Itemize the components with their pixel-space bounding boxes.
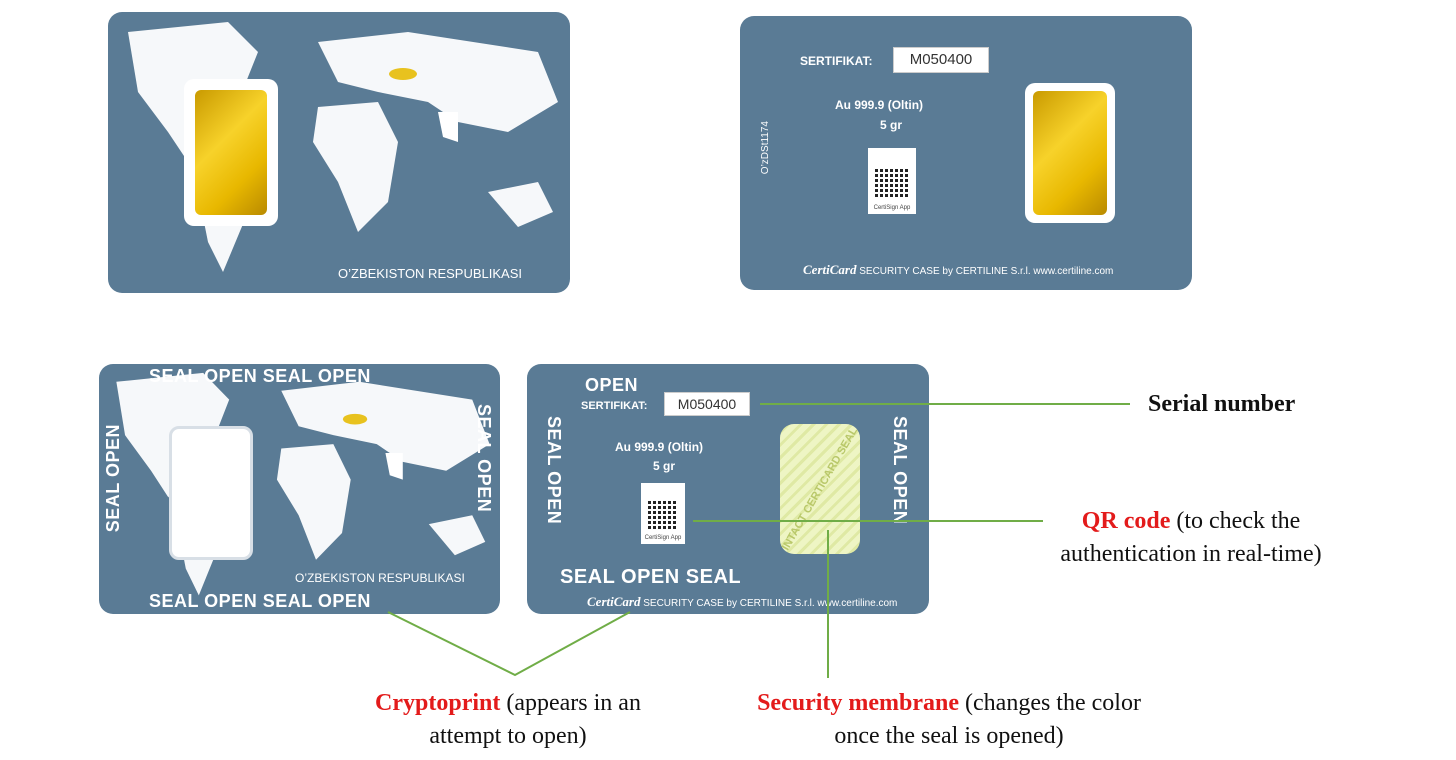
purity: Au 999.9 (Oltin)	[615, 440, 704, 454]
gold-bar	[1033, 91, 1107, 215]
footer: CertiCard SECURITY CASE by CERTILINE S.r…	[587, 594, 897, 610]
qr-app-label: CertiSign App	[873, 205, 911, 211]
card-front-opened: SEAL OPEN SEAL OPEN SEAL OPEN SEAL OPEN …	[99, 364, 500, 614]
cryptoprint-leader-line	[387, 611, 631, 677]
footer-text: SECURITY CASE by CERTILINE S.r.l. www.ce…	[643, 598, 898, 609]
card-back-sealed: SERTIFIKAT: M050400 Au 999.9 (Oltin) 5 g…	[740, 16, 1192, 290]
open-word: OPEN	[585, 375, 639, 395]
brand-logo: CertiCard	[587, 594, 641, 609]
cryptoprint-bottom: SEAL OPEN SEAL OPEN	[149, 591, 371, 611]
crypto-title: Cryptoprint	[375, 690, 501, 716]
qr-code: CertiSign App	[868, 148, 916, 214]
qr-title: QR code	[1081, 508, 1171, 534]
cryptoprint-left: SEAL OPEN	[544, 416, 564, 525]
card-back-opened: OPEN SERTIFIKAT: M050400 Au 999.9 (Oltin…	[527, 364, 929, 614]
membrane-desc-1: (changes the color	[959, 690, 1141, 716]
cryptoprint-right: SEAL OPEN	[474, 404, 494, 513]
country-label: O’ZBEKISTON RESPUBLIKASI	[295, 571, 465, 585]
qr-app-label: CertiSign App	[644, 535, 682, 541]
gold-bar	[195, 90, 267, 215]
footer-text: SECURITY CASE by CERTILINE S.r.l. www.ce…	[859, 266, 1114, 277]
serial-number-annotation: Serial number	[1148, 391, 1296, 417]
serial-number: M050400	[893, 47, 989, 73]
cryptoprint-right: SEAL OPEN	[890, 416, 910, 525]
bar-window	[184, 79, 278, 226]
empty-bar-window	[169, 426, 253, 560]
cryptoprint-annotation: Cryptoprint (appears in an attempt to op…	[338, 687, 678, 753]
brand-logo: CertiCard	[803, 262, 857, 277]
footer: CertiCard SECURITY CASE by CERTILINE S.r…	[803, 262, 1113, 278]
qr-desc-2: authentication in real-time)	[1060, 541, 1322, 567]
card-front-sealed: O’ZBEKISTON RESPUBLIKASI	[108, 12, 570, 293]
membrane-annotation: Security membrane (changes the color onc…	[705, 687, 1193, 753]
certificate-label: SERTIFIKAT:	[800, 54, 873, 68]
certificate-label: SERTIFIKAT:	[581, 400, 648, 412]
bar-window	[1025, 83, 1115, 223]
country-label: O’ZBEKISTON RESPUBLIKASI	[338, 266, 522, 281]
membrane-desc-2: once the seal is opened)	[834, 723, 1064, 749]
membrane-title: Security membrane	[757, 690, 960, 716]
qr-desc-1: (to check the	[1170, 508, 1301, 534]
serial-number: M050400	[664, 392, 750, 416]
weight: 5 gr	[653, 459, 676, 473]
cryptoprint-top: SEAL OPEN SEAL OPEN	[149, 366, 371, 386]
qr-annotation: QR code (to check the authentication in …	[1030, 505, 1352, 571]
cryptoprint-bottom: SEAL OPEN SEAL	[560, 566, 742, 588]
crypto-desc-1: (appears in an	[500, 690, 641, 716]
qr-code: CertiSign App	[641, 483, 685, 544]
crypto-desc-2: attempt to open)	[429, 723, 587, 749]
purity: Au 999.9 (Oltin)	[835, 98, 924, 112]
weight: 5 gr	[880, 118, 903, 132]
security-membrane: INTACT CERTICARD SEAL	[780, 424, 860, 554]
